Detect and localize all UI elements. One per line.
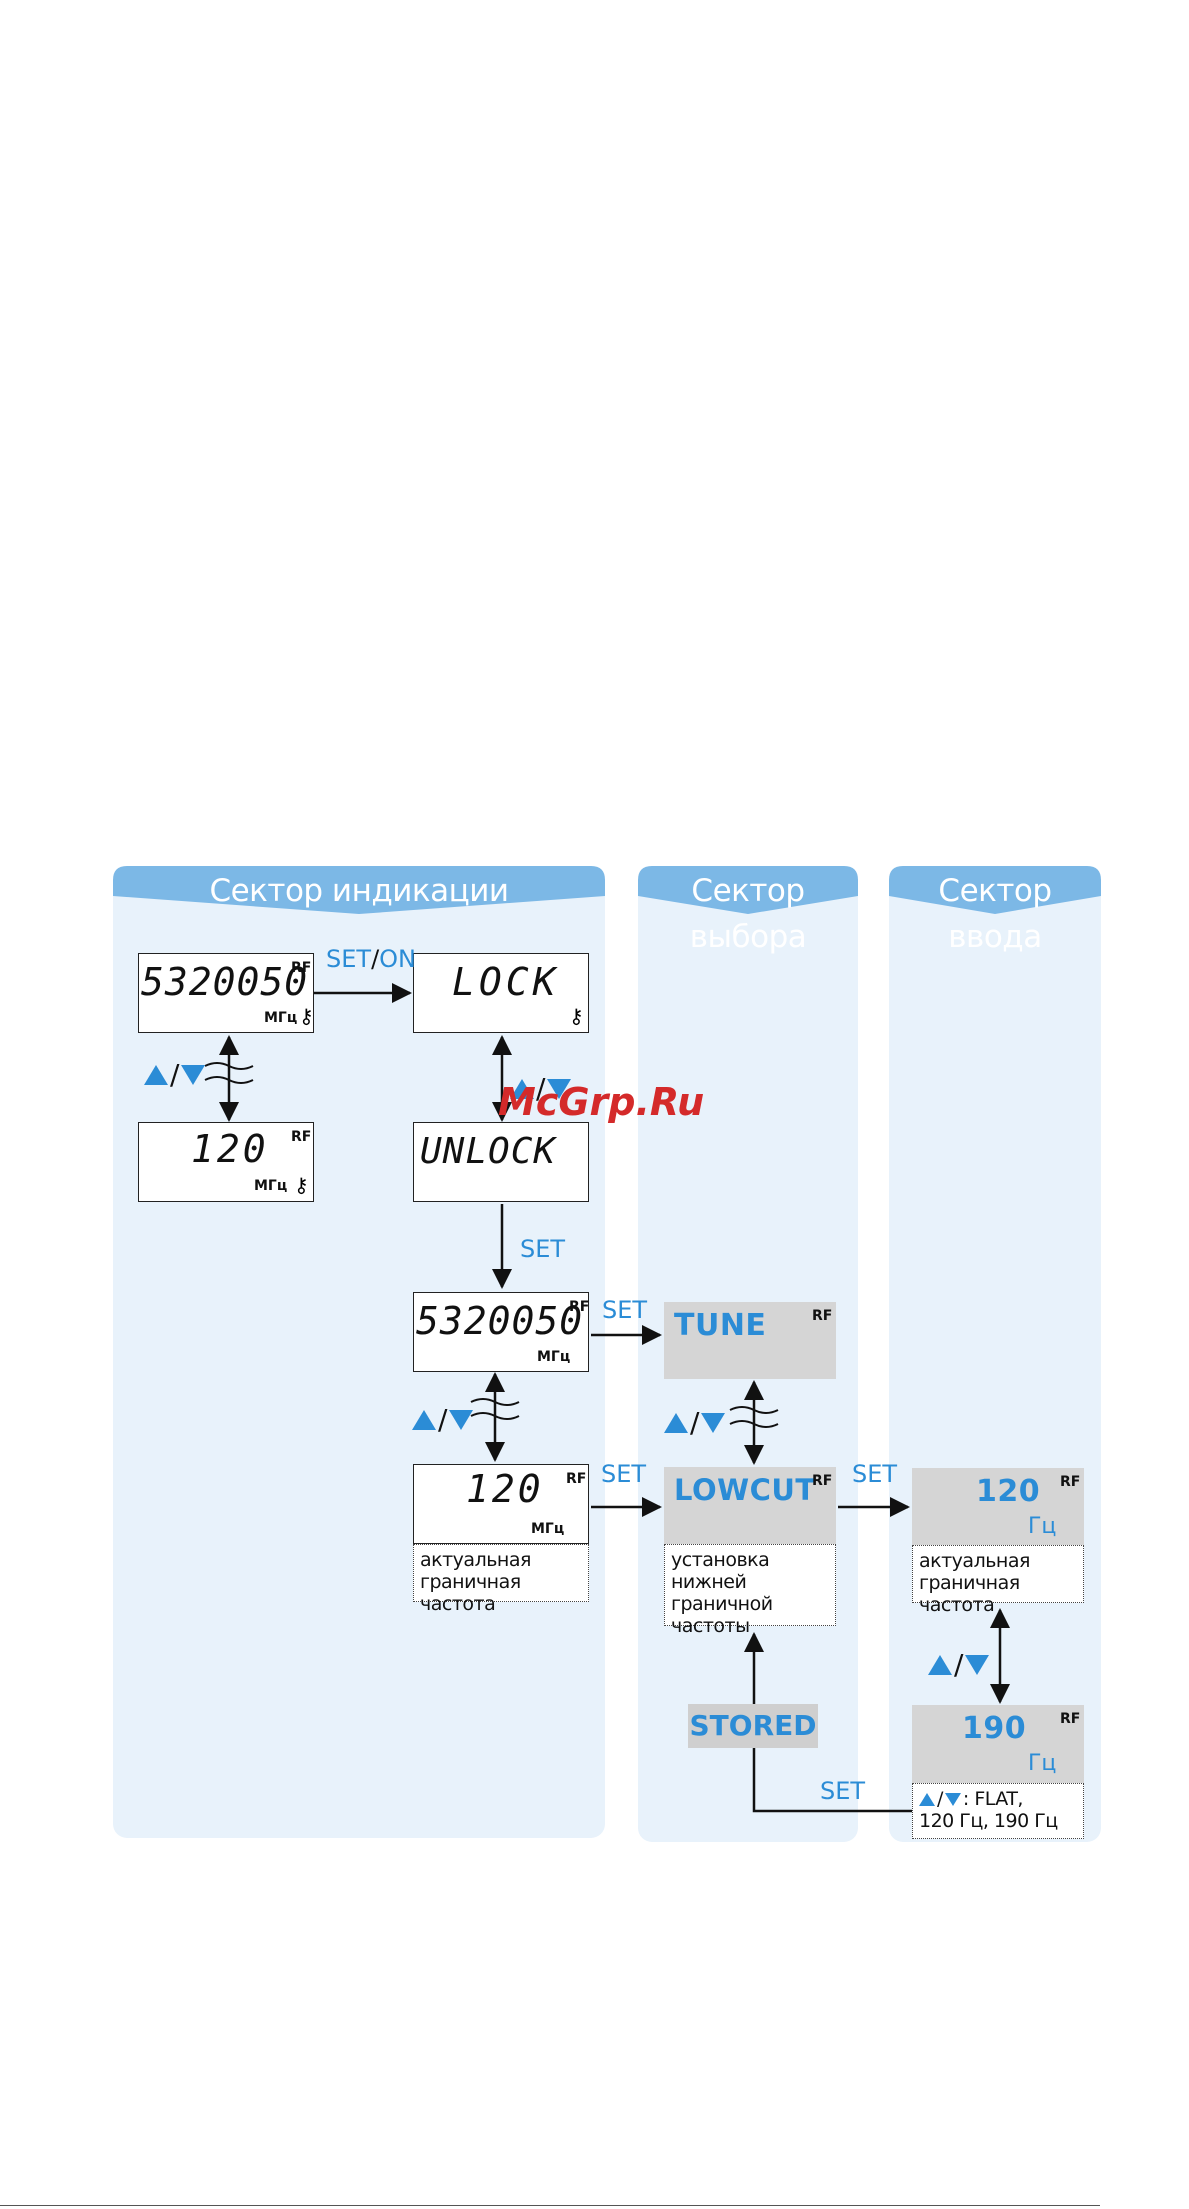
up-arrow-icon	[144, 1064, 168, 1085]
input-sector-header-shape	[889, 866, 1101, 914]
watermark: McGrp.Ru	[498, 1080, 705, 1124]
slash: /	[170, 1058, 180, 1091]
set-label: SET	[852, 1460, 898, 1488]
rf-indicator: RF	[1060, 1711, 1081, 1727]
up-down-keys: /	[928, 1648, 990, 1681]
desc-line: установка	[671, 1549, 770, 1571]
on-label: ON	[379, 945, 416, 973]
unit-mhz: МГц	[537, 1349, 571, 1365]
unit-hz: Гц	[1028, 1514, 1057, 1539]
lcd-frequency-unlocked: 5320050 RF МГц	[413, 1292, 589, 1372]
lcd-unlock: UNLOCK	[413, 1122, 589, 1202]
options-description: / : FLAT, 120 Гц, 190 Гц	[912, 1783, 1084, 1839]
down-arrow-icon	[181, 1064, 206, 1085]
up-down-keys: /	[664, 1406, 726, 1439]
lcd-lowcut-120: 120 RF МГц ⚷	[138, 1122, 314, 1202]
options-line-2: 120 Гц, 190 Гц	[919, 1810, 1058, 1832]
down-arrow-icon	[944, 1792, 961, 1806]
value-190-box: 190 RF Гц	[912, 1705, 1084, 1783]
lcd-lowcut-current: 120 RF МГц	[413, 1464, 589, 1544]
key-icon: ⚷	[294, 1173, 309, 1197]
value-190: 190	[962, 1711, 1027, 1746]
tune-label: TUNE	[674, 1308, 767, 1343]
desc-line: актуальная	[919, 1550, 1030, 1572]
tune-box: TUNE RF	[664, 1302, 836, 1379]
set-label: SET	[601, 1460, 647, 1488]
up-down-keys: /	[510, 1072, 572, 1105]
stored-status: STORED	[688, 1704, 818, 1748]
lcd-lock: LOCK ⚷	[413, 953, 589, 1033]
rf-indicator: RF	[1060, 1474, 1081, 1490]
desc-line: нижней граничной	[671, 1571, 773, 1615]
rf-indicator: RF	[566, 1471, 587, 1487]
select-sector-header-shape	[638, 866, 858, 914]
rf-indicator: RF	[291, 960, 312, 976]
slash: /	[371, 945, 380, 973]
down-arrow-icon	[965, 1654, 990, 1675]
up-arrow-icon	[919, 1792, 935, 1806]
lcd-lock-text: LOCK	[452, 960, 560, 1004]
down-arrow-icon	[547, 1078, 572, 1099]
up-arrow-icon	[510, 1078, 534, 1099]
desc-line: граничная частота	[919, 1572, 1020, 1616]
lcd-frequency-value: 5320050	[141, 960, 309, 1004]
up-arrow-icon	[412, 1409, 436, 1430]
display-description: актуальная граничная частота	[413, 1544, 589, 1615]
up-down-keys: /	[144, 1058, 206, 1091]
desc-line: актуальная	[420, 1549, 531, 1571]
down-arrow-icon	[449, 1409, 474, 1430]
rf-indicator: RF	[812, 1308, 833, 1324]
lcd-lowcut-value: 120	[466, 1467, 544, 1511]
unit-hz: Гц	[1028, 1751, 1057, 1776]
page-divider	[0, 2205, 1100, 2206]
value-120: 120	[976, 1474, 1041, 1509]
options-line-1: / : FLAT,	[919, 1788, 1077, 1810]
unit-mhz: МГц	[254, 1178, 288, 1194]
up-down-keys: /	[412, 1403, 474, 1436]
slash: /	[954, 1648, 964, 1681]
lowcut-label: LOWCUT	[674, 1473, 816, 1507]
set-label: SET	[602, 1296, 648, 1324]
set-on-label: SET/ON	[326, 945, 416, 973]
display-sector-header-shape	[113, 866, 605, 914]
set-label: SET	[326, 945, 372, 973]
unit-mhz: МГц	[264, 1010, 298, 1026]
lcd-unlock-text: UNLOCK	[420, 1131, 557, 1172]
input-sector-title: Сектор ввода	[938, 873, 1052, 955]
lowcut-description: установка нижней граничной частоты	[664, 1544, 836, 1637]
value-120-box: 120 RF Гц	[912, 1468, 1084, 1545]
rf-indicator: RF	[812, 1473, 833, 1489]
lcd-lowcut-value: 120	[191, 1127, 269, 1171]
select-sector-title: Сектор выбора	[689, 873, 807, 955]
desc-line: частоты	[671, 1615, 750, 1637]
lcd-frequency-locked: 5320050 RF МГц ⚷	[138, 953, 314, 1033]
display-sector-title: Сектор индикации	[209, 873, 509, 909]
options-text: : FLAT,	[962, 1788, 1024, 1810]
set-label: SET	[520, 1235, 566, 1263]
up-arrow-icon	[928, 1654, 952, 1675]
rf-indicator: RF	[291, 1129, 312, 1145]
current-cutoff-description: актуальная граничная частота	[912, 1545, 1084, 1616]
slash: /	[690, 1406, 700, 1439]
slash: /	[438, 1403, 448, 1436]
desc-line: граничная частота	[420, 1571, 521, 1615]
lcd-frequency-value: 5320050	[416, 1299, 584, 1343]
rf-indicator: RF	[569, 1299, 590, 1315]
slash: /	[536, 1072, 546, 1105]
down-arrow-icon	[701, 1412, 726, 1433]
lowcut-box: LOWCUT RF	[664, 1467, 836, 1544]
up-arrow-icon	[664, 1412, 688, 1433]
slash: /	[937, 1788, 943, 1810]
key-icon: ⚷	[299, 1004, 314, 1028]
unit-mhz: МГц	[531, 1521, 565, 1537]
key-icon: ⚷	[569, 1004, 584, 1028]
set-label: SET	[820, 1777, 866, 1805]
